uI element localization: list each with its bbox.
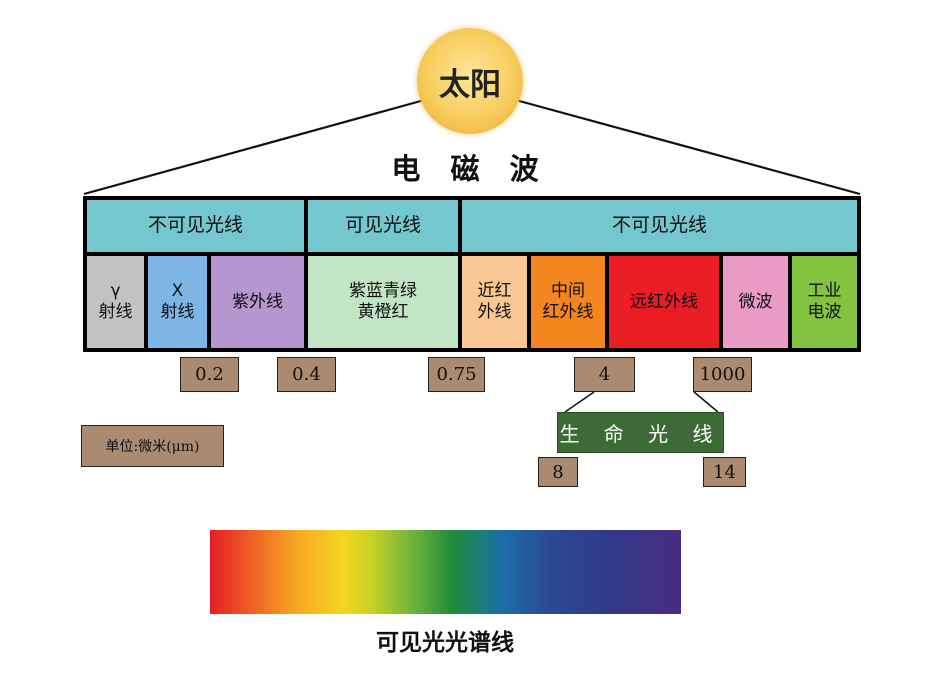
header-visible-label: 可见光线 bbox=[344, 214, 421, 237]
life-left-connector bbox=[564, 391, 595, 413]
visible-spectrum-gradient bbox=[210, 530, 681, 614]
band-mid-infrared-line1: 中间 bbox=[551, 281, 585, 302]
band-industrial-radio-line2: 电波 bbox=[807, 302, 842, 322]
header-invisible-right-label: 不可见光线 bbox=[611, 214, 707, 237]
left-ray-line bbox=[83, 97, 429, 196]
band-near-infrared-line1: 近红 bbox=[477, 281, 512, 302]
band-xray-line2: 射线 bbox=[160, 302, 195, 322]
life-rays-max: 14 bbox=[703, 457, 746, 487]
band-mid-infrared-line2: 红外线 bbox=[542, 302, 594, 322]
sun-label: 太阳 bbox=[439, 66, 501, 103]
boundary-0-75: 0.75 bbox=[428, 357, 485, 392]
right-ray-line bbox=[511, 97, 861, 196]
band-microwave: 微波 bbox=[723, 256, 788, 348]
band-mid-infrared: 中间红外线 bbox=[531, 256, 605, 348]
band-visible-line1: 紫蓝青绿 bbox=[349, 281, 417, 302]
electromagnetic-wave-title: 电 磁 波 bbox=[391, 152, 549, 186]
life-rays-box: 生 命 光 线 bbox=[557, 412, 724, 453]
header-invisible-right: 不可见光线 bbox=[462, 200, 857, 252]
band-ultraviolet: 紫外线 bbox=[211, 256, 304, 348]
band-far-infrared-line1: 远红外线 bbox=[630, 291, 698, 312]
life-right-connector bbox=[693, 391, 719, 413]
band-microwave-line1: 微波 bbox=[738, 291, 773, 312]
life-rays-min: 8 bbox=[538, 457, 578, 487]
band-industrial-radio-line1: 工业 bbox=[807, 281, 842, 302]
boundary-1000: 1000 bbox=[693, 357, 752, 392]
band-visible: 紫蓝青绿黄橙红 bbox=[308, 256, 458, 348]
sun-circle: 太阳 bbox=[417, 28, 523, 134]
band-visible-line2: 黄橙红 bbox=[357, 302, 409, 322]
header-visible: 可见光线 bbox=[308, 200, 458, 252]
band-gamma-line1: γ bbox=[110, 281, 121, 302]
band-near-infrared-line2: 外线 bbox=[477, 302, 512, 322]
band-far-infrared: 远红外线 bbox=[609, 256, 719, 348]
header-invisible-left-label: 不可见光线 bbox=[147, 214, 243, 237]
boundary-4: 4 bbox=[574, 357, 635, 392]
boundary-0-2: 0.2 bbox=[180, 357, 239, 392]
band-xray-line1: X bbox=[171, 281, 184, 302]
band-near-infrared: 近红外线 bbox=[462, 256, 527, 348]
spectrum-label: 可见光光谱线 bbox=[376, 630, 514, 656]
header-invisible-left: 不可见光线 bbox=[87, 200, 304, 252]
boundary-0-4: 0.4 bbox=[277, 357, 336, 392]
band-ultraviolet-line1: 紫外线 bbox=[232, 291, 283, 312]
band-industrial-radio: 工业电波 bbox=[792, 256, 857, 348]
unit-label: 单位:微米(μm) bbox=[81, 425, 224, 467]
band-gamma-line2: 射线 bbox=[98, 302, 133, 322]
